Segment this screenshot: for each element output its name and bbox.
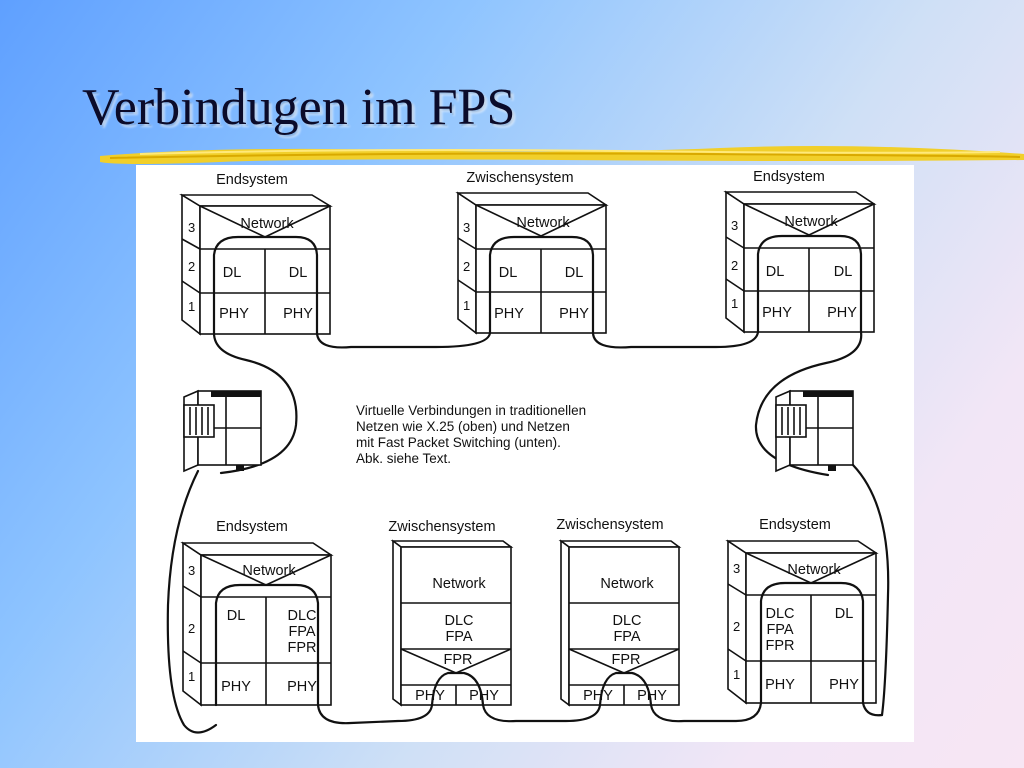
svg-text:2: 2 [463,259,470,274]
svg-text:FPA: FPA [445,629,472,645]
svg-text:PHY: PHY [637,688,667,704]
svg-text:FPA: FPA [613,629,640,645]
right-computer-icon [775,389,854,473]
svg-text:FPA: FPA [288,624,315,640]
svg-text:PHY: PHY [765,677,795,693]
svg-text:mit Fast Packet Switching (unt: mit Fast Packet Switching (unten). [356,435,561,450]
svg-text:DLC: DLC [765,606,794,622]
svg-text:PHY: PHY [762,305,792,321]
svg-text:PHY: PHY [559,306,589,322]
svg-text:Network: Network [787,562,841,578]
left-computer-down-link [166,469,218,734]
svg-text:3: 3 [731,218,738,233]
top-left-title: Endsystem [216,172,288,188]
bottom-link-3 [649,701,763,723]
svg-text:3: 3 [733,561,740,576]
svg-text:PHY: PHY [415,688,445,704]
bottom-mid2-title: Zwischensystem [556,517,663,533]
svg-text:DL: DL [227,608,246,624]
svg-text:1: 1 [188,669,195,684]
svg-text:DL: DL [223,265,242,281]
top-right-title: Endsystem [753,169,825,185]
svg-text:1: 1 [733,667,740,682]
svg-text:3: 3 [188,220,195,235]
svg-text:PHY: PHY [827,305,857,321]
svg-text:PHY: PHY [829,677,859,693]
right-computer-down-link [851,463,890,717]
svg-text:3: 3 [188,563,195,578]
svg-text:Virtuelle Verbindungen in trad: Virtuelle Verbindungen in traditionellen [356,403,586,418]
svg-text:PHY: PHY [583,688,613,704]
top-middle-zwischensystem: Zwischensystem 3 2 1 Network DL DL PHY P… [455,170,609,335]
svg-text:DL: DL [835,606,854,622]
svg-text:DL: DL [499,265,518,281]
svg-text:Netzen wie X.25 (oben) und Net: Netzen wie X.25 (oben) und Netzen [356,419,570,434]
svg-text:2: 2 [733,619,740,634]
bottom-mid1-title: Zwischensystem [388,519,495,535]
svg-text:PHY: PHY [469,688,499,704]
svg-text:DL: DL [834,264,853,280]
svg-text:FPR: FPR [612,652,641,668]
bottom-left-title: Endsystem [216,519,288,535]
svg-text:DL: DL [565,265,584,281]
svg-text:Network: Network [600,576,654,592]
svg-text:PHY: PHY [283,306,313,322]
top-link-1 [315,331,492,349]
bottom-link-2 [481,703,602,723]
bottom-mid1-zwischensystem: Zwischensystem Network DLC FPA FPR PHY P… [388,519,514,707]
bottom-right-end-link [861,701,884,717]
svg-text:2: 2 [188,621,195,636]
top-right-endsystem: Endsystem 3 2 1 Network DL DL PHY PHY [723,169,877,334]
top-left-endsystem: Endsystem 3 2 1 Network DL DL PHY PHY [179,172,333,336]
svg-text:1: 1 [463,298,470,313]
svg-text:2: 2 [731,258,738,273]
svg-text:FPR: FPR [444,652,473,668]
svg-text:2: 2 [188,259,195,274]
svg-text:PHY: PHY [287,679,317,695]
slide-title: Verbindugen im FPS [82,79,516,136]
left-computer-icon [183,389,262,473]
svg-text:DLC: DLC [444,613,473,629]
svg-text:FPA: FPA [766,622,793,638]
svg-text:Network: Network [516,215,570,231]
diagram-caption: Virtuelle Verbindungen in traditionellen… [356,403,586,466]
bottom-right-title: Endsystem [759,517,831,533]
bottom-link-1 [316,703,434,725]
svg-text:DL: DL [289,265,308,281]
title-underline [100,146,1024,164]
svg-text:DLC: DLC [287,608,316,624]
svg-text:Network: Network [784,214,838,230]
svg-text:FPR: FPR [288,640,317,656]
svg-text:Network: Network [242,563,296,579]
svg-text:Network: Network [432,576,486,592]
diagram-frame: Endsystem 3 2 1 Network DL DL PHY PHY Zw… [136,165,914,742]
svg-text:PHY: PHY [494,306,524,322]
svg-text:DL: DL [766,264,785,280]
top-mid-title: Zwischensystem [466,170,573,186]
protocol-diagram: Endsystem 3 2 1 Network DL DL PHY PHY Zw… [166,169,890,734]
svg-text:Abk. siehe Text.: Abk. siehe Text. [356,451,451,466]
svg-text:1: 1 [188,299,195,314]
bottom-right-endsystem: Endsystem 3 2 1 Network DLC FPA FPR DL P… [725,517,879,705]
top-link-2 [591,330,760,349]
svg-text:PHY: PHY [221,679,251,695]
svg-text:1: 1 [731,296,738,311]
bottom-left-endsystem: Endsystem 3 2 1 Network DL DLC FPA FPR P… [180,519,334,707]
svg-text:DLC: DLC [612,613,641,629]
svg-text:PHY: PHY [219,306,249,322]
bottom-mid2-zwischensystem: Zwischensystem Network DLC FPA FPR PHY P… [556,517,682,707]
svg-text:3: 3 [463,220,470,235]
svg-text:Network: Network [240,216,294,232]
top-left-down-link [212,331,298,475]
svg-text:FPR: FPR [766,638,795,654]
